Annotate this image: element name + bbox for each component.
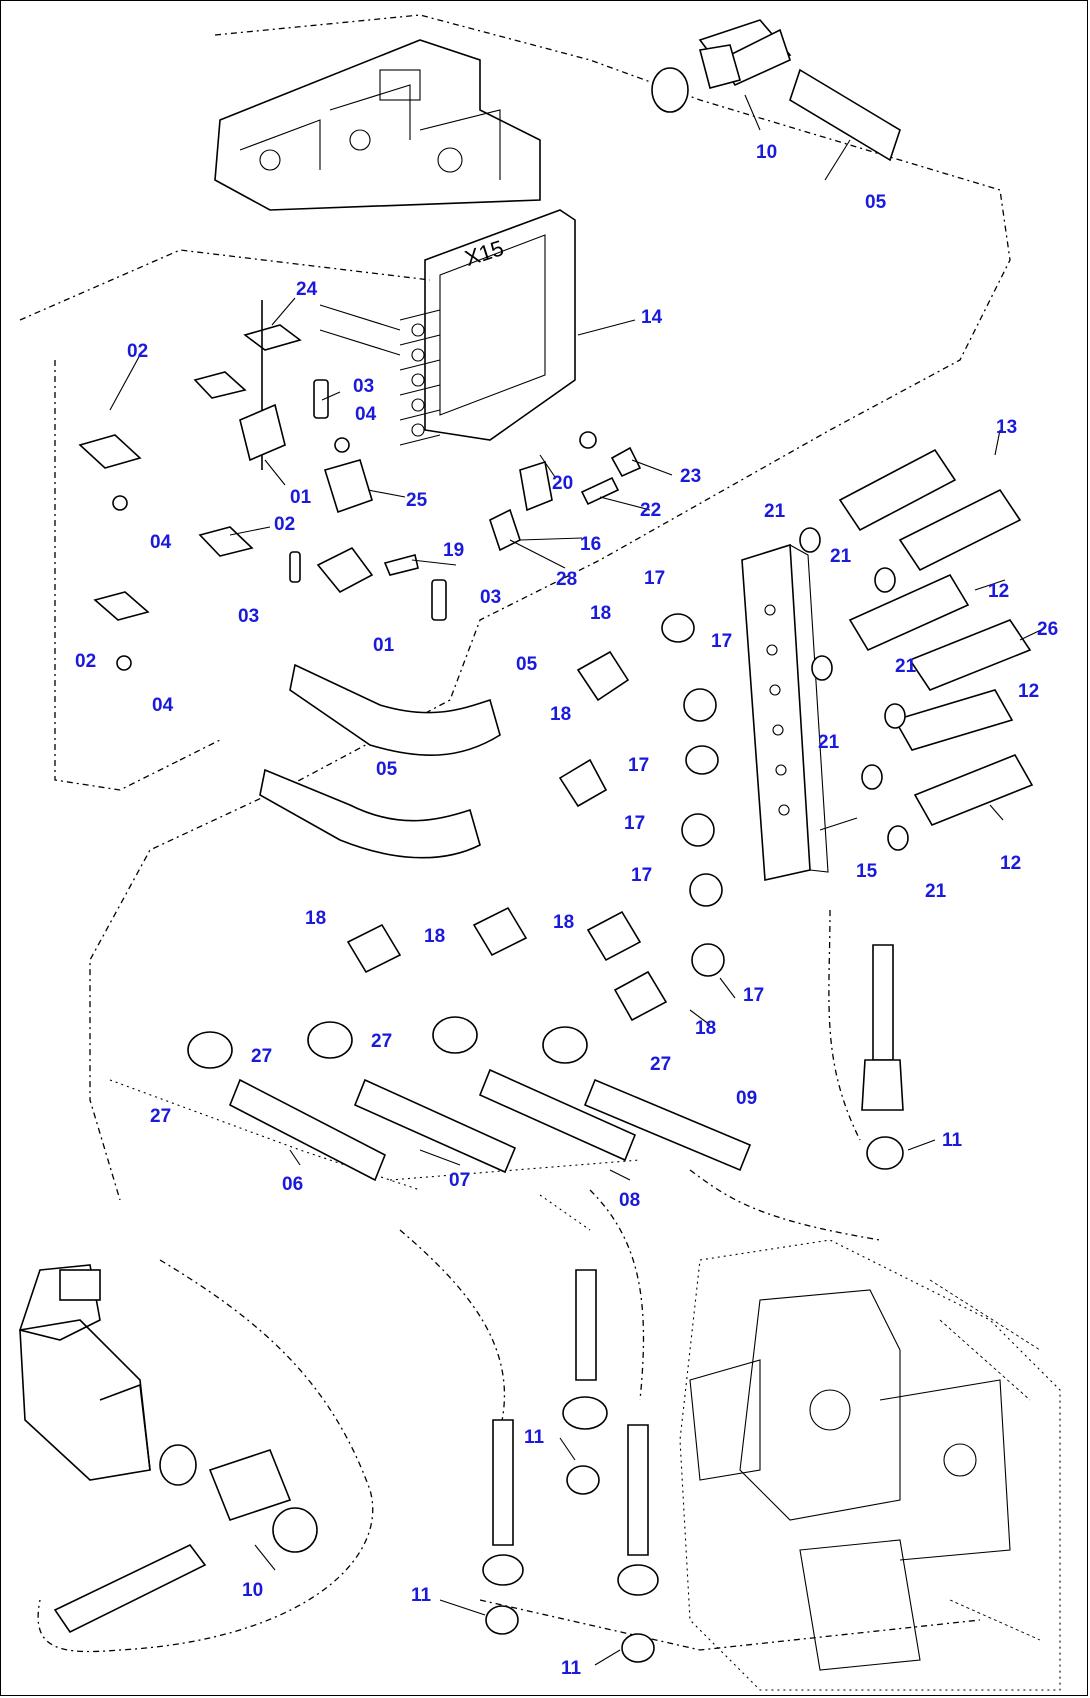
callout-03-b: 03 bbox=[480, 587, 501, 608]
sensors-right bbox=[799, 448, 1034, 851]
pressure-switches bbox=[482, 944, 904, 1663]
callout-01-b: 01 bbox=[373, 635, 395, 656]
callout-12-a: 12 bbox=[988, 581, 1009, 602]
callout-18-a: 18 bbox=[590, 603, 611, 624]
bracket-hardware bbox=[78, 300, 447, 671]
callout-02-c: 02 bbox=[75, 651, 96, 672]
callout-15: 15 bbox=[856, 861, 878, 882]
callout-18-c: 18 bbox=[305, 908, 326, 929]
callout-27-d: 27 bbox=[150, 1106, 171, 1127]
callout-05-b: 05 bbox=[376, 759, 398, 780]
callout-11-a: 11 bbox=[942, 1130, 963, 1151]
callout-21-d: 21 bbox=[818, 732, 840, 753]
callout-17-f: 17 bbox=[743, 985, 764, 1006]
x15-stamp: X15 bbox=[462, 235, 507, 271]
callout-14: 14 bbox=[641, 307, 663, 328]
callout-10-top: 10 bbox=[756, 142, 777, 163]
callout-06: 06 bbox=[282, 1174, 303, 1195]
callout-04-a: 04 bbox=[355, 404, 377, 425]
callout-19: 19 bbox=[443, 540, 464, 561]
callout-28: 28 bbox=[556, 569, 577, 590]
callout-17-b: 17 bbox=[711, 631, 732, 652]
callout-22: 22 bbox=[640, 500, 661, 521]
callout-02-a: 02 bbox=[127, 341, 148, 362]
callout-21-b: 21 bbox=[830, 546, 852, 567]
engine-assembly bbox=[679, 1239, 1061, 1691]
callout-18-e: 18 bbox=[553, 912, 574, 933]
callout-03-c: 03 bbox=[238, 606, 259, 627]
callout-07: 07 bbox=[449, 1170, 470, 1191]
callout-21-c: 21 bbox=[895, 656, 917, 677]
callout-11-c: 11 bbox=[411, 1585, 432, 1606]
callout-17-e: 17 bbox=[631, 865, 652, 886]
callout-23: 23 bbox=[680, 466, 701, 487]
callout-04-b: 04 bbox=[150, 532, 172, 553]
callout-02-b: 02 bbox=[274, 514, 295, 535]
callout-13: 13 bbox=[996, 417, 1017, 438]
callout-09: 09 bbox=[736, 1088, 757, 1109]
callout-16: 16 bbox=[580, 534, 601, 555]
callout-01-a: 01 bbox=[290, 487, 312, 508]
callout-24: 24 bbox=[296, 279, 318, 300]
callout-17-c: 17 bbox=[628, 755, 649, 776]
callout-04-c: 04 bbox=[152, 695, 174, 716]
callout-08: 08 bbox=[619, 1190, 640, 1211]
small-connectors bbox=[489, 431, 642, 552]
callout-27-c: 27 bbox=[650, 1054, 671, 1075]
valve-block-top bbox=[214, 39, 541, 211]
t-fitting-top bbox=[651, 19, 792, 113]
leader-lines bbox=[109, 94, 1046, 1666]
callout-21-e: 21 bbox=[925, 881, 947, 902]
callout-12-b: 12 bbox=[1018, 681, 1039, 702]
callout-11-d: 11 bbox=[561, 1658, 582, 1679]
callout-17-d: 17 bbox=[624, 813, 645, 834]
callout-21-a: 21 bbox=[764, 501, 786, 522]
manifold-plate-15 bbox=[741, 543, 829, 881]
callout-05-top: 05 bbox=[865, 192, 887, 213]
callout-27-b: 27 bbox=[371, 1031, 392, 1052]
callout-18-b: 18 bbox=[550, 704, 571, 725]
callout-labels: 10 05 24 14 02 03 04 13 01 25 20 23 02 2… bbox=[75, 142, 1058, 1679]
machine-outline bbox=[19, 14, 1011, 1653]
callout-03-a: 03 bbox=[353, 376, 374, 397]
callout-10-bottom: 10 bbox=[242, 1580, 263, 1601]
callout-17-a: 17 bbox=[644, 568, 665, 589]
hoses bbox=[53, 68, 901, 1634]
callout-11-b: 11 bbox=[524, 1427, 545, 1448]
callout-18-f: 18 bbox=[695, 1018, 716, 1039]
callout-25: 25 bbox=[406, 490, 428, 511]
callout-27-a: 27 bbox=[251, 1046, 272, 1067]
fittings-17-18 bbox=[187, 613, 725, 1069]
callout-12-c: 12 bbox=[1000, 853, 1021, 874]
callout-18-d: 18 bbox=[424, 926, 445, 947]
callout-26: 26 bbox=[1037, 619, 1058, 640]
callout-05-a: 05 bbox=[516, 654, 538, 675]
callout-20: 20 bbox=[552, 473, 573, 494]
valve-bottom-left bbox=[18, 1264, 318, 1553]
